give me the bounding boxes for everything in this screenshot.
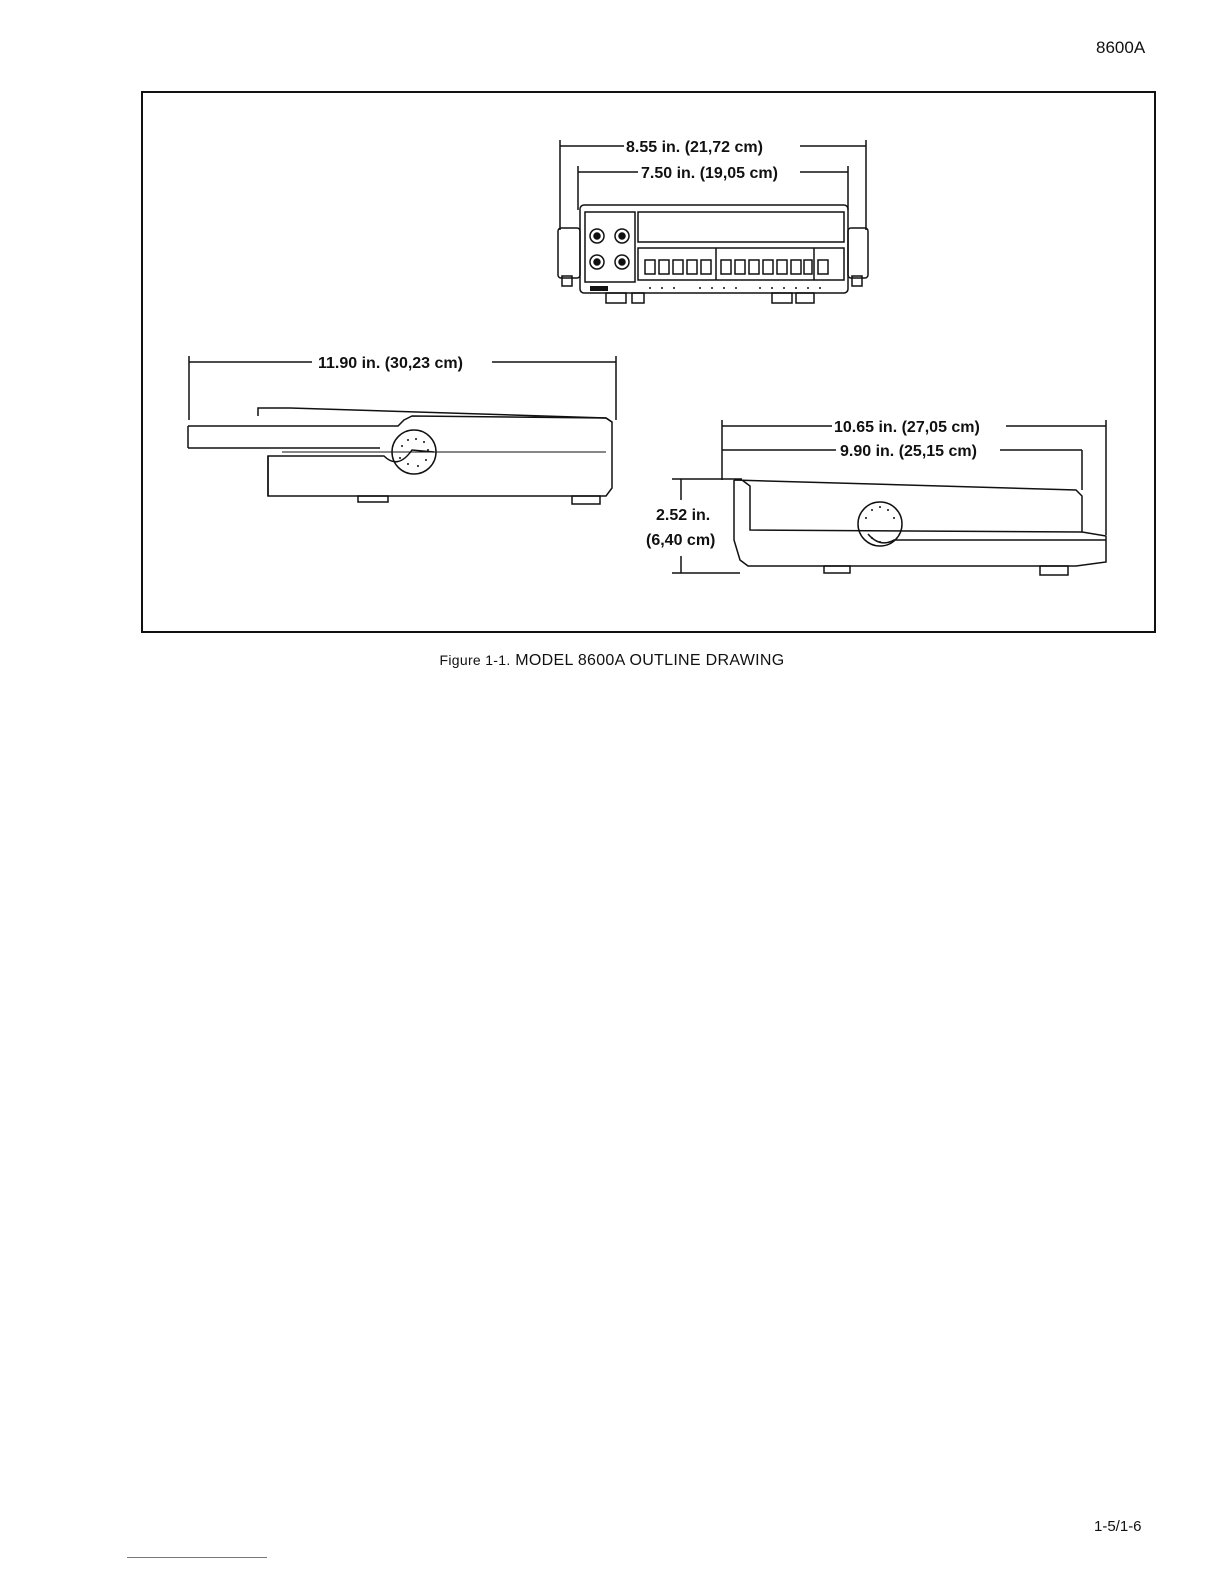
tilt-knob [858, 502, 902, 546]
page-number: 1-5/1-6 [1094, 1518, 1142, 1535]
figure-caption: Figure 1-1. MODEL 8600A OUTLINE DRAWING [0, 652, 1224, 670]
dim-case-depth: 9.90 in. (25,15 cm) [840, 443, 977, 460]
display-window [638, 212, 844, 242]
footer-rule [127, 1557, 267, 1558]
figure-caption-number: Figure 1-1. [440, 652, 511, 668]
outline-drawing: 8.55 in. (21,72 cm) 7.50 in. (19,05 cm) … [0, 0, 1224, 700]
dim-overall-width: 8.55 in. (21,72 cm) [626, 139, 763, 156]
dim-overall-depth: 10.65 in. (27,05 cm) [834, 419, 980, 436]
dim-overall-length: 11.90 in. (30,23 cm) [318, 355, 463, 372]
dim-case-width: 7.50 in. (19,05 cm) [641, 165, 778, 182]
left-side-view [188, 356, 616, 504]
foot [358, 496, 388, 502]
handle-left [558, 228, 580, 278]
handle-right [848, 228, 868, 278]
foot [1040, 566, 1068, 575]
foot [824, 566, 850, 573]
foot [772, 293, 792, 303]
figure-caption-title: MODEL 8600A OUTLINE DRAWING [515, 652, 784, 669]
input-panel [585, 212, 635, 282]
dim-height-cm: (6,40 cm) [646, 532, 715, 549]
foot [606, 293, 626, 303]
dim-height-in: 2.52 in. [656, 507, 710, 524]
function-buttons [645, 260, 828, 274]
foot [572, 496, 600, 504]
